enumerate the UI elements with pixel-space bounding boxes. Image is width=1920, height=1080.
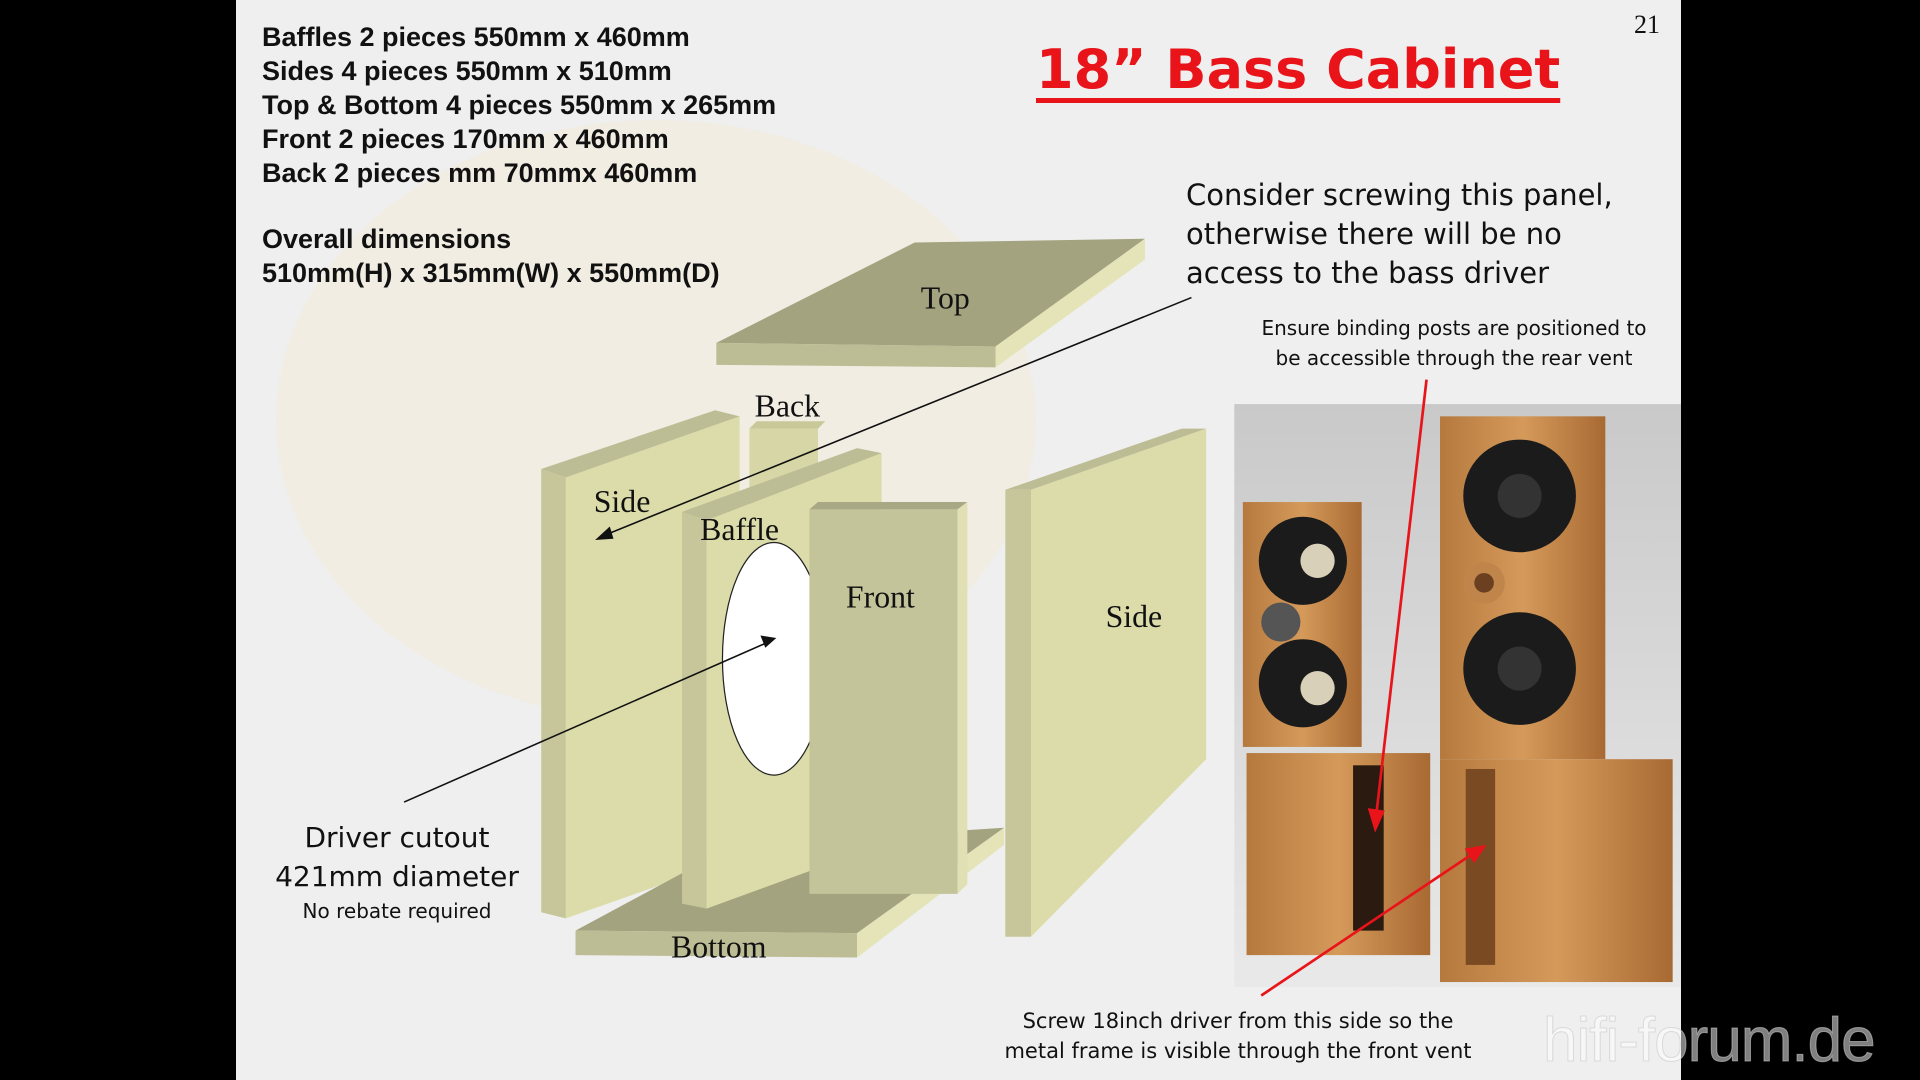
page-title: 18” Bass Cabinet <box>1036 38 1561 101</box>
slide: Top Back Side Baffle Front Side Bottom <box>236 0 1681 1080</box>
overall-dimensions-value: 510mm(H) x 315mm(W) x 550mm(D) <box>262 258 720 288</box>
arrowhead-icon <box>760 635 777 648</box>
front-panel <box>809 502 968 894</box>
red-arrow-binding-posts <box>1374 379 1428 815</box>
cut-list-item: Back 2 pieces mm 70mmx 460mm <box>262 158 698 188</box>
label-side-left: Side <box>594 484 651 519</box>
label-back: Back <box>755 388 820 423</box>
watermark: hifi-forum.de <box>1543 1006 1877 1076</box>
label-top: Top <box>921 281 970 316</box>
note-binding-posts: Ensure binding posts are positioned to b… <box>1236 313 1672 373</box>
note-line: Screw 18inch driver from this side so th… <box>1022 1009 1454 1033</box>
note-screw-panel: Consider screwing this panel, otherwise … <box>1186 176 1613 293</box>
note-line: be accessible through the rear vent <box>1275 346 1633 370</box>
overall-dimensions-label: Overall dimensions <box>262 224 512 254</box>
label-bottom: Bottom <box>671 930 767 965</box>
note-line: Driver cutout <box>304 821 490 854</box>
label-side-right: Side <box>1106 599 1163 634</box>
page-number: 21 <box>1634 10 1660 39</box>
cut-list-item: Sides 4 pieces 550mm x 510mm <box>262 56 672 86</box>
cut-list-item: Front 2 pieces 170mm x 460mm <box>262 124 669 154</box>
pointer-line-driver-cutout <box>403 642 767 803</box>
top-panel <box>716 238 1145 368</box>
pointer-line-screw-panel <box>604 296 1192 536</box>
cut-list-item: Baffles 2 pieces 550mm x 460mm <box>262 22 690 52</box>
arrowhead-icon <box>1367 808 1385 833</box>
note-line: access to the bass driver <box>1186 256 1550 290</box>
note-driver-cutout: Driver cutout 421mm diameter No rebate r… <box>236 818 558 926</box>
arrowhead-icon <box>595 526 614 541</box>
note-screw-driver: Screw 18inch driver from this side so th… <box>976 1006 1500 1066</box>
exploded-cabinet-diagram: Top Back Side Baffle Front Side Bottom <box>276 120 1681 997</box>
label-baffle: Baffle <box>700 512 779 547</box>
note-line: metal frame is visible through the front… <box>1004 1039 1472 1063</box>
label-front: Front <box>846 579 915 614</box>
note-line: otherwise there will be no <box>1186 217 1562 251</box>
arrowhead-icon <box>1464 844 1487 864</box>
note-line: No rebate required <box>302 899 492 923</box>
cut-list-item: Top & Bottom 4 pieces 550mm x 265mm <box>262 90 777 120</box>
red-arrow-driver-screw <box>1260 852 1474 997</box>
note-line: Ensure binding posts are positioned to <box>1261 316 1647 340</box>
speaker-photo <box>1234 404 1681 987</box>
note-line: Consider screwing this panel, <box>1186 178 1613 212</box>
note-line: 421mm diameter <box>275 860 519 893</box>
right-side-panel <box>1005 428 1207 937</box>
